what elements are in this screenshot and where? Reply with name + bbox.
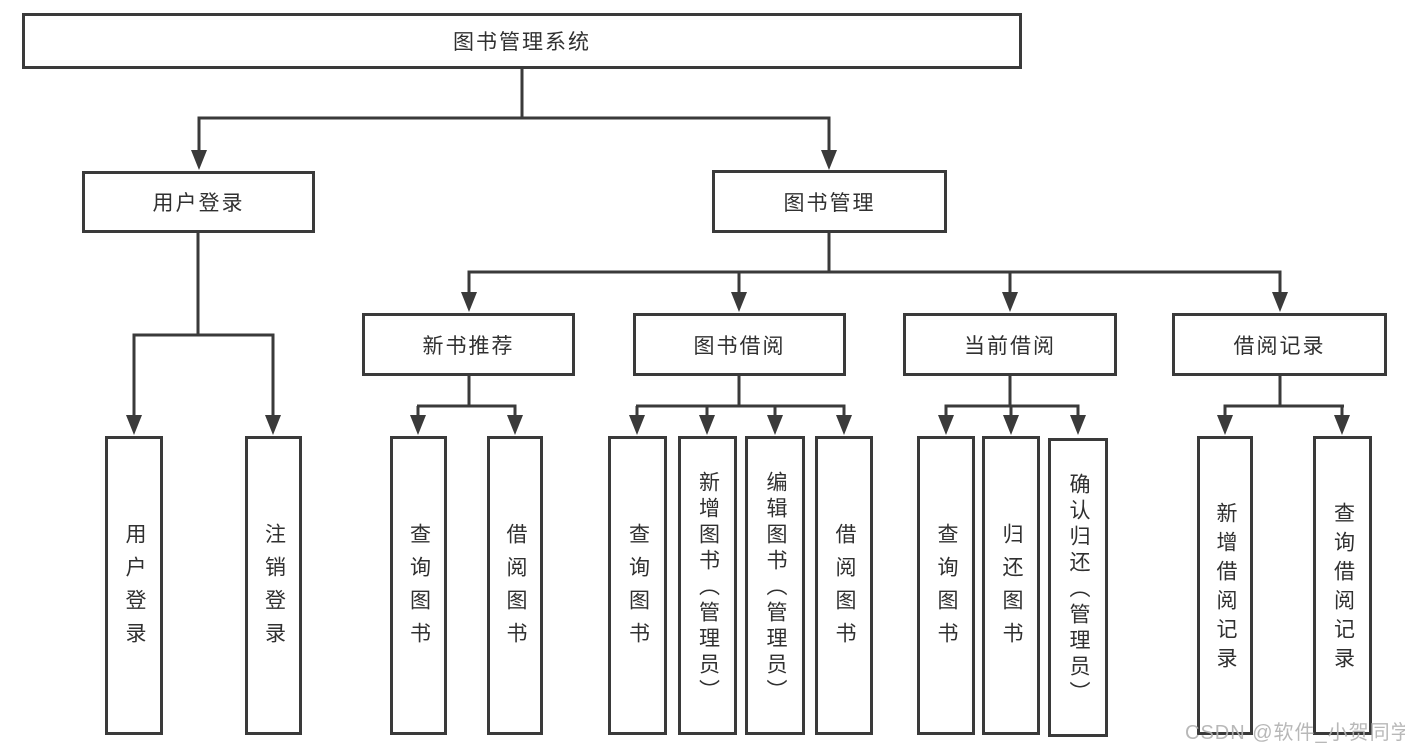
leaf-query-borrow-record: 查询借阅记录: [1313, 436, 1372, 735]
node-root-system: 图书管理系统: [22, 13, 1022, 69]
leaf-add-books-admin: 新增图书（管理员）: [678, 436, 737, 735]
leaf-query-books-current: 查询图书: [917, 436, 975, 735]
leaf-logout: 注销登录: [245, 436, 302, 735]
leaf-return-books: 归还图书: [982, 436, 1040, 735]
node-new-book-recommendation: 新书推荐: [362, 313, 575, 376]
leaf-edit-books-admin: 编辑图书（管理员）: [745, 436, 805, 735]
node-user-login-module: 用户登录: [82, 171, 315, 233]
node-borrowing-records: 借阅记录: [1172, 313, 1387, 376]
leaf-query-books-borrowing: 查询图书: [608, 436, 667, 735]
csdn-watermark: CSDN @软件_小贺同学: [1185, 722, 1405, 744]
leaf-borrow-books-borrowing: 借阅图书: [815, 436, 873, 735]
leaf-borrow-books-recommend: 借阅图书: [487, 436, 543, 735]
leaf-confirm-return-admin: 确认归还（管理员）: [1048, 438, 1108, 737]
leaf-add-borrow-record: 新增借阅记录: [1197, 436, 1253, 735]
node-current-borrowing: 当前借阅: [903, 313, 1117, 376]
node-book-management-module: 图书管理: [712, 170, 947, 233]
leaf-query-books-recommend: 查询图书: [390, 436, 447, 735]
node-book-borrowing: 图书借阅: [633, 313, 846, 376]
leaf-user-login: 用户登录: [105, 436, 163, 735]
